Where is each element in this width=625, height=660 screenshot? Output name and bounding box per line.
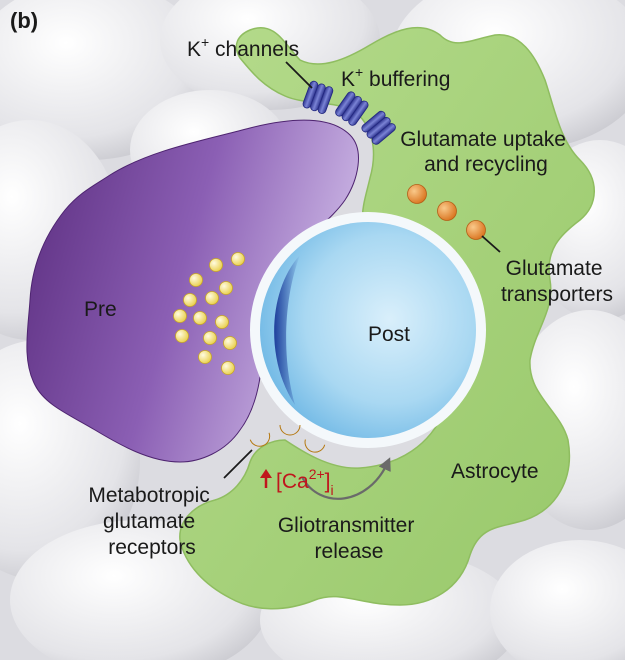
gliotransmitter-label: Gliotransmitter release — [278, 514, 420, 563]
receptor-icon — [304, 439, 326, 453]
vesicle — [173, 309, 187, 323]
k-channel-icon — [335, 91, 369, 126]
receptor-icon — [249, 432, 271, 447]
receptor-icon — [279, 424, 301, 436]
astrocyte-label: Astrocyte — [451, 460, 539, 483]
metabotropic-receptors — [249, 424, 326, 453]
gliotransmitter-arrow — [301, 457, 391, 500]
vesicle — [189, 273, 203, 287]
k-channels-label: K+ channels — [187, 34, 299, 61]
vesicle — [193, 311, 207, 325]
postsynaptic-terminal — [250, 212, 486, 448]
glutamate-transporters — [407, 184, 486, 240]
vesicle — [223, 336, 237, 350]
vesicle — [219, 281, 233, 295]
receptors-pointer — [223, 449, 253, 479]
transporter-icon — [437, 201, 457, 221]
calcium-label: [Ca2+]i — [276, 466, 334, 498]
vesicle — [221, 361, 235, 375]
vesicle — [203, 331, 217, 345]
glutamate-transporters-label: Glutamate transporters — [501, 257, 613, 306]
calcium-up-arrow-icon — [260, 469, 272, 488]
vesicle — [198, 350, 212, 364]
presynaptic-terminal — [26, 119, 359, 463]
panel-label: (b) — [10, 8, 38, 33]
vesicle — [215, 315, 229, 329]
vesicle — [175, 329, 189, 343]
pointer-lines — [223, 61, 501, 479]
vesicle — [209, 258, 223, 272]
vesicle — [205, 291, 219, 305]
glutamate-uptake-label: Glutamate uptake and recycling — [400, 128, 572, 176]
k-channel-icon — [361, 110, 396, 145]
k-buffering-label: K+ buffering — [341, 64, 450, 91]
k-channels — [302, 80, 396, 145]
metabotropic-label: Metabotropic glutamate receptors — [88, 484, 215, 559]
k-channel-icon — [302, 80, 334, 114]
pre-label: Pre — [84, 298, 117, 321]
transporter-icon — [407, 184, 427, 204]
vesicle — [231, 252, 245, 266]
transporters-pointer — [481, 235, 501, 253]
vesicle — [183, 293, 197, 307]
transporter-icon — [466, 220, 486, 240]
k-channels-pointer — [285, 61, 313, 89]
synaptic-vesicles — [173, 252, 245, 375]
post-label: Post — [368, 323, 410, 346]
